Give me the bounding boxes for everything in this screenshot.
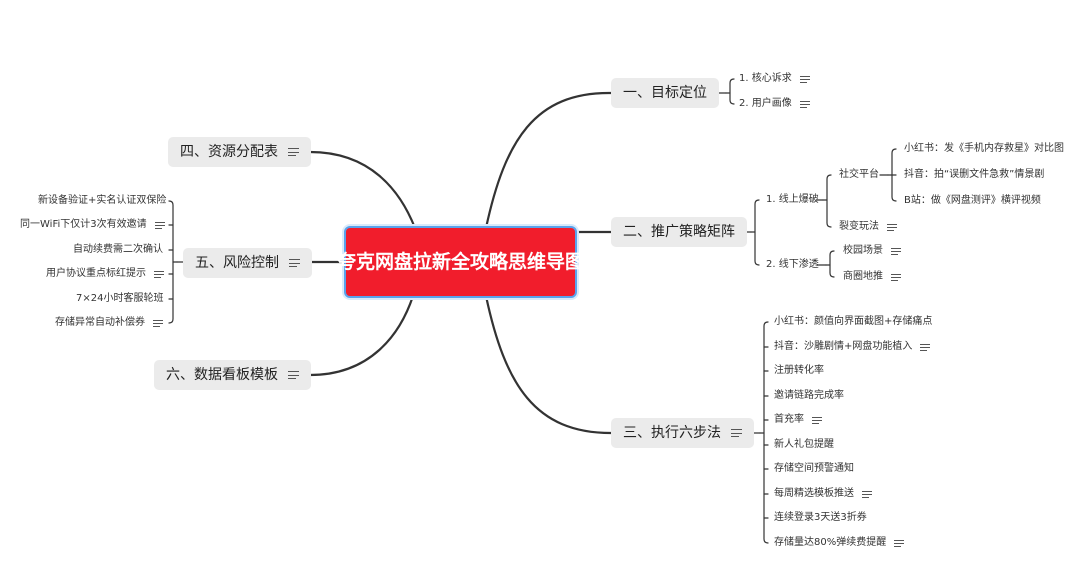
execution-item-label: 首充率 [774,414,804,425]
offline-campus[interactable]: 校园场景 [843,242,901,260]
note-lines-icon[interactable] [153,318,163,329]
risk-item[interactable]: 自动续费需二次确认 [73,241,163,259]
social-douyin-label: 抖音：拍“误删文件急救”情景剧 [904,169,1045,180]
goal-item-persona[interactable]: 2. 用户画像 [739,95,810,113]
execution-item[interactable]: 注册转化率 [774,362,824,380]
branch-execution-label: 三、执行六步法 [623,425,721,441]
social-xiaohongshu[interactable]: 小红书：发《手机内存救星》对比图 [904,140,1064,158]
branch-strategy[interactable]: 二、推广策略矩阵 [611,217,747,247]
note-lines-icon[interactable] [731,427,742,440]
risk-item[interactable]: 新设备验证+实名认证双保险 [38,192,166,210]
execution-item-label: 抖音：沙雕剧情+网盘功能植入 [774,341,913,352]
link-goal-bracket [729,78,735,105]
risk-item-label: 7×24小时客服轮班 [76,293,164,304]
branch-resources[interactable]: 四、资源分配表 [168,137,311,167]
note-lines-icon[interactable] [920,342,931,353]
execution-item[interactable]: 新人礼包提醒 [774,436,834,454]
branch-goal-label: 一、目标定位 [623,85,707,101]
link-execution-bracket [763,321,769,544]
online-social[interactable]: 社交平台 [839,166,879,184]
branch-execution[interactable]: 三、执行六步法 [611,418,754,448]
execution-item[interactable]: 存储空间预警通知 [774,460,854,478]
risk-item-label: 同一WiFi下仅计3次有效邀请 [20,219,147,230]
link-root-goal [484,91,613,230]
link-root-execution [484,294,613,435]
branch-dashboard[interactable]: 六、数据看板模板 [154,360,311,390]
risk-item[interactable]: 用户协议重点标红提示 [46,265,164,283]
link-root-resources [308,150,417,230]
note-lines-icon[interactable] [288,146,299,159]
branch-goal[interactable]: 一、目标定位 [611,78,719,108]
branch-risk[interactable]: 五、风险控制 [183,248,312,278]
online-viral[interactable]: 裂变玩法 [839,218,897,236]
root-topic-label: 夸克网盘拉新全攻略思维导图 [337,251,585,273]
offline-campus-label: 校园场景 [843,245,883,256]
execution-item-label: 存储空间预警通知 [774,463,854,474]
branch-risk-label: 五、风险控制 [195,255,279,271]
execution-item[interactable]: 抖音：沙雕剧情+网盘功能植入 [774,338,931,356]
strategy-online[interactable]: 1. 线上爆破 [766,191,819,209]
execution-item-label: 注册转化率 [774,365,824,376]
execution-item-label: 每周精选模板推送 [774,488,854,499]
link-root-dashboard [308,294,415,377]
note-lines-icon[interactable] [894,538,905,549]
note-lines-icon[interactable] [862,489,872,500]
link-online-bracket [826,174,832,228]
offline-mall-label: 商圈地推 [843,271,883,282]
risk-item[interactable]: 7×24小时客服轮班 [76,290,163,308]
online-social-label: 社交平台 [839,169,879,180]
goal-item-core[interactable]: 1. 核心诉求 [739,70,810,88]
link-offline-bracket [829,250,835,278]
goal-item-core-label: 1. 核心诉求 [739,73,792,84]
social-douyin[interactable]: 抖音：拍“误删文件急救”情景剧 [904,166,1044,184]
link-strategy-bracket [754,199,760,266]
execution-item[interactable]: 邀请链路完成率 [774,387,844,405]
note-lines-icon[interactable] [799,74,810,85]
execution-item[interactable]: 首充率 [774,411,822,429]
online-viral-label: 裂变玩法 [839,221,879,232]
execution-item[interactable]: 小红书：颜值向界面截图+存储痛点 [774,313,932,331]
social-bilibili[interactable]: B站：做《网盘测评》横评视频 [904,192,1041,210]
risk-item-label: 存储异常自动补偿券 [55,317,145,328]
root-topic[interactable]: 夸克网盘拉新全攻略思维导图 [337,226,584,298]
execution-item-label: 存储量达80%弹续费提醒 [774,537,887,548]
strategy-offline[interactable]: 2. 线下渗透 [766,256,819,274]
execution-item-label: 新人礼包提醒 [774,439,834,450]
branch-dashboard-label: 六、数据看板模板 [166,367,278,383]
risk-item[interactable]: 同一WiFi下仅计3次有效邀请 [20,216,165,234]
note-lines-icon[interactable] [154,269,164,280]
execution-item[interactable]: 连续登录3天送3折券 [774,509,867,527]
execution-item-label: 连续登录3天送3折券 [774,512,867,523]
branch-resources-label: 四、资源分配表 [180,144,278,160]
goal-item-persona-label: 2. 用户画像 [739,98,792,109]
execution-item-label: 小红书：颜值向界面截图+存储痛点 [774,316,933,327]
strategy-offline-label: 2. 线下渗透 [766,259,819,270]
execution-item[interactable]: 每周精选模板推送 [774,485,872,503]
note-lines-icon[interactable] [288,369,299,382]
risk-item-label: 用户协议重点标红提示 [46,268,146,279]
note-lines-icon[interactable] [289,257,300,270]
execution-item-label: 邀请链路完成率 [774,390,844,401]
strategy-online-label: 1. 线上爆破 [766,194,819,205]
note-lines-icon[interactable] [887,222,897,233]
risk-item[interactable]: 存储异常自动补偿券 [55,314,163,332]
risk-item-label: 新设备验证+实名认证双保险 [38,195,167,206]
note-lines-icon[interactable] [891,272,901,283]
execution-item[interactable]: 存储量达80%弹续费提醒 [774,534,905,552]
offline-mall[interactable]: 商圈地推 [843,268,901,286]
note-lines-icon[interactable] [154,220,165,231]
social-bilibili-label: B站：做《网盘测评》横评视频 [904,195,1041,206]
note-lines-icon[interactable] [812,415,822,426]
note-lines-icon[interactable] [799,99,810,110]
note-lines-icon[interactable] [891,246,901,257]
risk-item-label: 自动续费需二次确认 [73,244,163,255]
branch-strategy-label: 二、推广策略矩阵 [623,224,735,240]
social-xiaohongshu-label: 小红书：发《手机内存救星》对比图 [904,143,1064,154]
